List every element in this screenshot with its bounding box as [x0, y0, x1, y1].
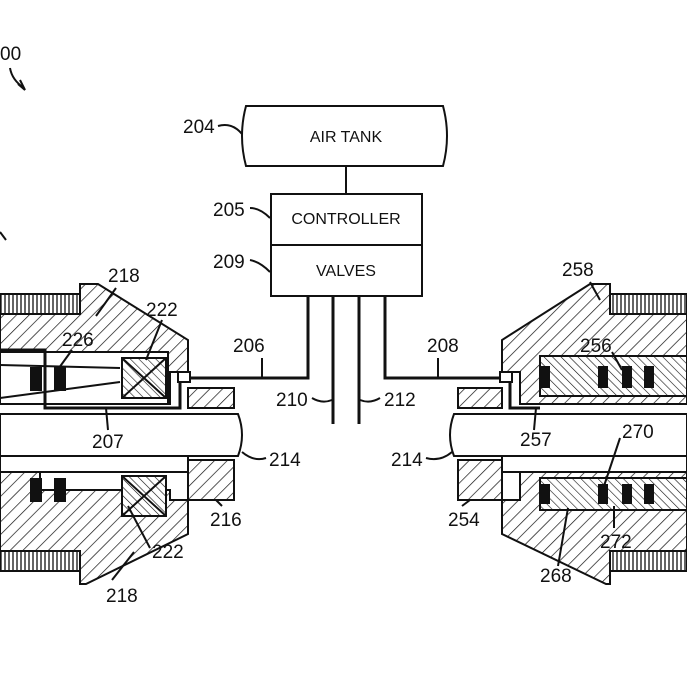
left-seals-lower [30, 478, 66, 502]
ref-207: 207 [92, 432, 124, 453]
ref-257: 257 [520, 430, 552, 451]
controller-label: CONTROLLER [291, 211, 400, 228]
left-lower-stud [0, 550, 81, 572]
left-flange-top [187, 387, 235, 409]
air-line-208 [383, 296, 502, 380]
right-flange-bottom [457, 459, 503, 501]
ref-206: 206 [233, 336, 265, 357]
reference-labels: 00 204 205 209 206 208 210 212 218 222 2… [0, 44, 654, 607]
right-lower-stud [609, 550, 687, 572]
right-seals-upper [540, 366, 654, 388]
right-bearing-upper [539, 355, 687, 397]
ref-226: 226 [62, 330, 94, 351]
right-assembly [457, 283, 687, 585]
ref-208: 208 [427, 336, 459, 357]
right-flange-top [457, 387, 503, 409]
ref-222-top: 222 [146, 300, 178, 321]
left-shaft [0, 413, 243, 457]
left-flange-bottom [187, 459, 235, 501]
ref-222-bottom: 222 [152, 542, 184, 563]
right-seals-lower [540, 484, 654, 504]
ref-258: 258 [562, 260, 594, 281]
left-passage [0, 348, 182, 410]
ref-254: 254 [448, 510, 480, 531]
controller-block: CONTROLLER [270, 193, 423, 246]
ref-272: 272 [600, 532, 632, 553]
ref-214-left: 214 [269, 450, 301, 471]
valves-block: VALVES [270, 244, 423, 297]
left-seals-upper [30, 367, 66, 391]
valves-label: VALVES [316, 263, 376, 280]
ref-218-top: 218 [108, 266, 140, 287]
air-tank-label: AIR TANK [310, 129, 383, 146]
ref-204: 204 [183, 117, 215, 138]
air-tank: AIR TANK [241, 105, 448, 167]
air-line-206 [190, 296, 310, 380]
leader-lines [0, 67, 623, 581]
ref-210: 210 [276, 390, 308, 411]
right-shaft [449, 413, 687, 457]
ref-218-bottom: 218 [106, 586, 138, 607]
left-assembly [0, 283, 235, 585]
right-upper-stud [609, 293, 687, 315]
ref-216: 216 [210, 510, 242, 531]
ref-00: 00 [0, 44, 21, 65]
ref-212: 212 [384, 390, 416, 411]
ref-205: 205 [213, 200, 245, 221]
left-upper-stud [0, 293, 81, 315]
left-lower-band [0, 455, 189, 473]
right-bearing-lower [539, 477, 687, 511]
ref-256: 256 [580, 336, 612, 357]
ref-268: 268 [540, 566, 572, 587]
ref-270: 270 [622, 422, 654, 443]
ref-214-right: 214 [391, 450, 423, 471]
ref-209: 209 [213, 252, 245, 273]
right-lower-band [501, 455, 687, 473]
